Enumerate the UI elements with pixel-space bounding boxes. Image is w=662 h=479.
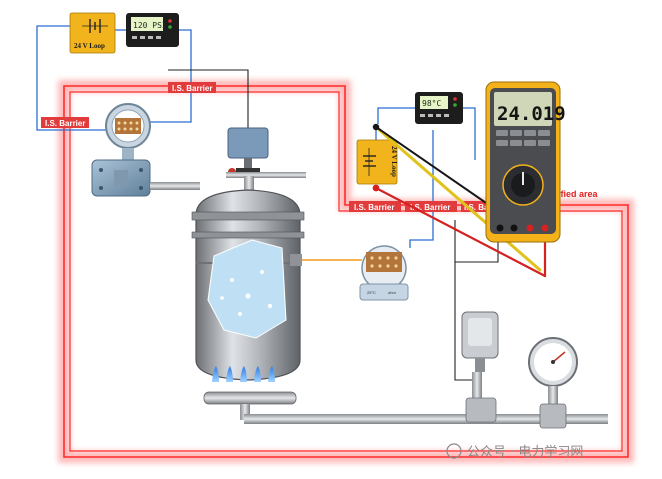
is-barrier-3-label: I.S. Barrier [354,203,394,212]
pressure-vessel [191,189,305,381]
is-barrier-5-label: I.S. Barrier [464,203,504,212]
impulse-line [150,182,200,190]
temperature-indicator: 98°C [415,92,463,124]
signal-wiring [36,25,476,248]
power-supply-right: 24 V Loop [356,139,398,185]
is-barrier-1: I.S. Barrier [168,82,216,93]
pressure-gauge [528,337,578,429]
is-barrier-3: I.S. Barrier [349,201,401,212]
vessel-top-valve [226,127,306,196]
pressure-reading: 120 PSI [133,21,167,30]
temp-transmitter-right-text: ohm [388,290,396,295]
pressure-transmitter [91,103,151,197]
is-barrier-2-label: I.S. Barrier [45,119,85,128]
is-barrier-4-label: I.S. Barrier [410,203,450,212]
black-wiring [168,69,499,381]
is-barrier-5: I.S. Barrier [461,201,504,212]
power-supply-top-label: 24 V Loop [74,42,105,50]
hazard-area-boundary [58,80,634,463]
digital-multimeter: 24.019 [485,81,566,243]
control-valve [461,311,499,423]
is-barrier-2: I.S. Barrier [41,117,89,128]
watermark-text: 公众号 · 电力学习网 [467,444,583,460]
burner [203,366,297,420]
pressure-indicator: 120 PSI [126,13,179,47]
is-barrier-4: I.S. Barrier [405,201,457,212]
power-supply-right-label: 24 V Loop [390,146,398,177]
temperature-transmitter: 25°C ohm [359,245,409,301]
process-pipe [244,372,608,424]
is-barrier-1-label: I.S. Barrier [172,84,212,93]
watermark: 公众号 · 电力学习网 [446,443,583,460]
power-supply-top: 24 V Loop [69,12,116,54]
temp-transmitter-left-text: 25°C [367,290,376,295]
hazard-area-label: ssified area [548,189,599,199]
temperature-reading: 98°C [422,99,441,108]
multimeter-reading: 24.019 [497,103,566,125]
